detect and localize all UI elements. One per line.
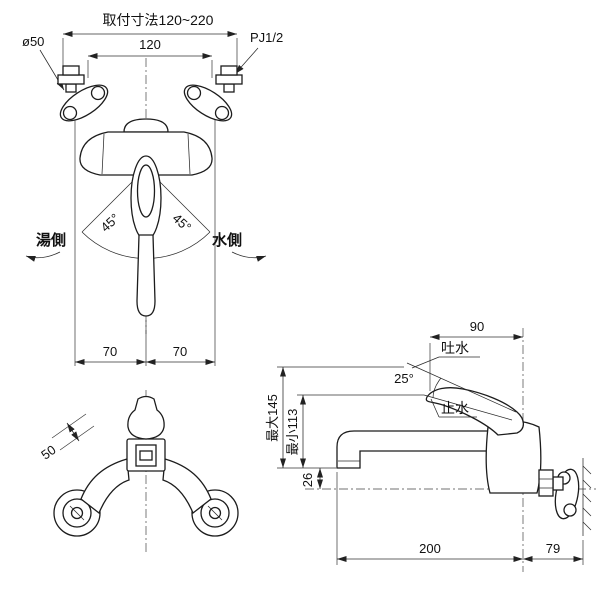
height-min-label: 最小113 bbox=[285, 409, 300, 456]
body-detail bbox=[101, 133, 105, 175]
screw-head bbox=[208, 506, 222, 520]
offset-left-label: 70 bbox=[103, 344, 117, 359]
screw-head bbox=[70, 506, 84, 520]
angle-arc bbox=[432, 377, 442, 399]
flange-inner bbox=[200, 498, 230, 528]
hot-side-arrow bbox=[25, 251, 61, 262]
wall-hatch bbox=[582, 465, 592, 475]
side-view: 25° 吐水 止水 90 最大145 最小113 26 200 79 bbox=[265, 319, 596, 572]
lever-side bbox=[425, 387, 525, 436]
wall-hatch bbox=[582, 507, 592, 517]
right-arm bbox=[162, 458, 212, 515]
leader-line bbox=[430, 398, 440, 418]
fitting-flange bbox=[57, 74, 85, 85]
wall-hatch bbox=[582, 521, 592, 531]
swing-angle-left-label: 45° bbox=[98, 211, 123, 235]
faucet-body bbox=[79, 131, 213, 176]
left-mounting-fitting bbox=[57, 65, 109, 122]
spout bbox=[336, 430, 489, 469]
fitting-stem bbox=[223, 83, 235, 93]
height-max-label: 最大145 bbox=[265, 394, 280, 442]
wall-mount bbox=[538, 458, 592, 536]
body-dome bbox=[123, 118, 169, 133]
fitting-flange bbox=[215, 74, 243, 85]
wall-hatch bbox=[582, 493, 592, 503]
dimension-line bbox=[66, 422, 80, 442]
hot-side-label: 湯側 bbox=[36, 231, 66, 249]
fitting-nut bbox=[62, 65, 80, 76]
lever-width-label: 50 bbox=[38, 442, 58, 463]
mounting-hole bbox=[62, 105, 78, 121]
fitting-nut bbox=[220, 65, 238, 76]
inlet-nut bbox=[538, 469, 554, 497]
mounting-hole bbox=[563, 503, 577, 517]
cold-side-arrow bbox=[231, 251, 267, 262]
lever-handle-inner bbox=[136, 164, 156, 218]
discharge-label: 吐水 bbox=[441, 340, 469, 356]
flange-inner bbox=[62, 498, 92, 528]
valve-body-detail bbox=[139, 450, 153, 461]
lever-stroke-angle-label: 25° bbox=[394, 371, 414, 386]
lever-handle bbox=[130, 155, 162, 241]
screw-slot bbox=[207, 505, 223, 521]
lever-shaft bbox=[136, 234, 156, 317]
shutoff-label: 止水 bbox=[441, 400, 469, 416]
offset-right-label: 70 bbox=[173, 344, 187, 359]
mounting-plate bbox=[59, 84, 109, 122]
valve-body-detail bbox=[135, 444, 157, 467]
front-view-lower: 50 bbox=[38, 390, 239, 555]
inlet-pitch-label: 120 bbox=[139, 37, 161, 52]
leader-line bbox=[411, 356, 440, 369]
flange-diameter-label: ø50 bbox=[22, 34, 44, 49]
lever-down-position-line bbox=[423, 394, 513, 421]
wall-clearance-label: 79 bbox=[546, 541, 560, 556]
mounting-hole bbox=[214, 105, 230, 121]
mounting-hole bbox=[90, 85, 106, 101]
screw-slot bbox=[69, 505, 85, 521]
left-arm bbox=[80, 458, 130, 515]
outlet-drop-label: 26 bbox=[300, 473, 315, 487]
lever-reach-label: 90 bbox=[470, 319, 484, 334]
leader-line bbox=[234, 47, 259, 75]
mounting-hole bbox=[186, 85, 202, 101]
right-mounting-fitting bbox=[183, 65, 243, 122]
front-view-top: 取付寸法120~220 120 ø50 PJ1/2 bbox=[22, 12, 283, 366]
inlet-pipe bbox=[552, 476, 564, 491]
cold-side-label: 水側 bbox=[212, 231, 242, 249]
lever-knob bbox=[127, 395, 165, 440]
wall-hatch bbox=[582, 479, 592, 489]
lever-up-position-line bbox=[406, 362, 517, 413]
body-detail bbox=[187, 133, 191, 175]
fitting-stem bbox=[65, 83, 77, 93]
swing-angle-right-label: 45° bbox=[170, 211, 195, 235]
spout-reach-label: 200 bbox=[419, 541, 441, 556]
mounting-range-label: 取付寸法120~220 bbox=[103, 12, 214, 28]
thread-size-label: PJ1/2 bbox=[250, 30, 283, 45]
